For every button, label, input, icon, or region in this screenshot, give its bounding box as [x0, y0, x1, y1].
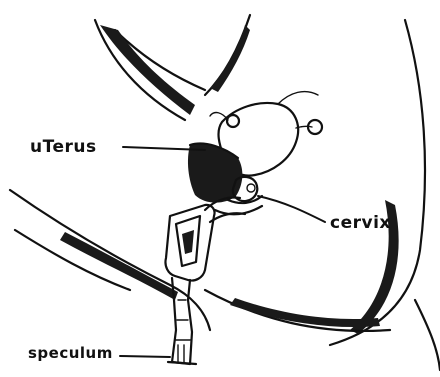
- speculum-label: speculum: [28, 344, 113, 362]
- right-thigh-outline: [205, 15, 440, 370]
- speculum: [165, 198, 245, 365]
- left-thigh-outline: [10, 20, 210, 330]
- uterus-label: uTerus: [30, 137, 97, 157]
- cervix-leader-line: [258, 196, 325, 222]
- cervix-label: cervix: [330, 213, 391, 233]
- speculum-leader-line: [120, 356, 170, 357]
